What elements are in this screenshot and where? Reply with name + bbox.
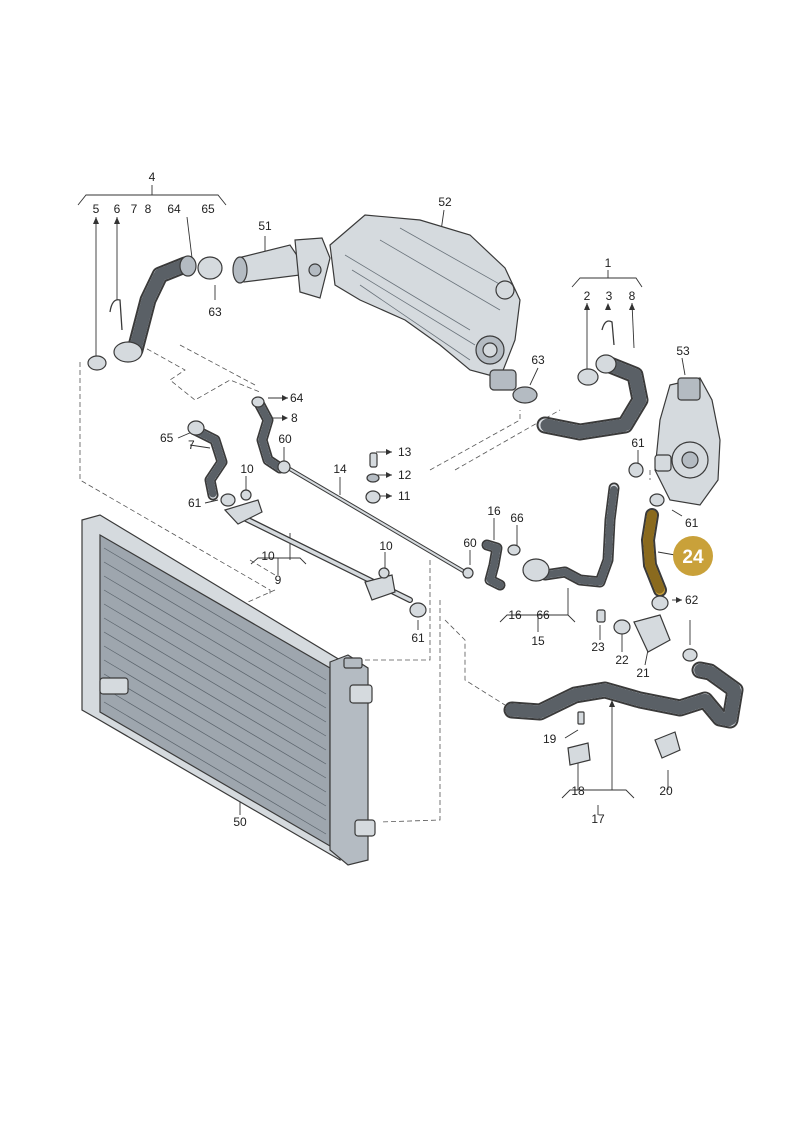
label-64-small: 64 (290, 391, 304, 405)
small-hose-8 (254, 399, 286, 474)
label-60-left: 60 (278, 432, 292, 446)
small-hose-16 (481, 539, 506, 591)
label-62: 62 (685, 593, 699, 607)
label-61-right: 61 (685, 516, 699, 530)
label-16-top: 16 (487, 504, 501, 518)
label-9: 9 (275, 573, 282, 587)
label-2: 2 (584, 289, 591, 303)
label-66-bottom: 66 (536, 608, 550, 622)
highlight-circle (673, 536, 713, 576)
rods (223, 466, 472, 603)
label-16-bottom: 16 (508, 608, 522, 622)
water-pump (654, 377, 721, 506)
label-8: 8 (145, 202, 152, 216)
label-51: 51 (258, 219, 272, 233)
label-66-top: 66 (510, 511, 524, 525)
label-23: 23 (591, 640, 605, 654)
label-17: 17 (591, 812, 605, 826)
label-50: 50 (233, 815, 247, 829)
label-6: 6 (114, 202, 121, 216)
group-brackets (77, 185, 691, 815)
label-4: 4 (149, 170, 156, 184)
label-15: 15 (531, 634, 545, 648)
upper-right-hose (536, 354, 649, 441)
highlighted-hose-24 (640, 508, 667, 597)
label-19: 19 (543, 732, 557, 746)
part-labels: 4 5 6 7 8 64 65 51 52 63 1 2 3 8 53 63 6… (93, 170, 699, 829)
fittings (87, 256, 698, 766)
label-61-mid: 61 (411, 631, 425, 645)
label-65-left: 65 (160, 431, 174, 445)
label-64: 64 (167, 202, 181, 216)
connection-pipe (232, 237, 331, 299)
label-8-small: 8 (291, 411, 298, 425)
label-61-left: 61 (188, 496, 202, 510)
label-52: 52 (438, 195, 452, 209)
label-5: 5 (93, 202, 100, 216)
label-10-right: 10 (379, 539, 393, 553)
label-12: 12 (398, 468, 412, 482)
label-53: 53 (676, 344, 690, 358)
highlight-label: 24 (682, 547, 704, 568)
label-11: 11 (398, 489, 411, 503)
upper-left-hose (113, 255, 197, 363)
label-10-top: 10 (240, 462, 254, 476)
highlight-badge: 24 (673, 536, 713, 576)
label-63-right: 63 (531, 353, 545, 367)
label-61-upper: 61 (631, 436, 645, 450)
label-63: 63 (208, 305, 222, 319)
label-18: 18 (571, 784, 585, 798)
leader-arrowheads (93, 217, 682, 707)
label-65: 65 (201, 202, 215, 216)
lower-hose-17 (503, 661, 744, 729)
label-60-mid: 60 (463, 536, 477, 550)
hose-15 (522, 482, 620, 588)
label-8-right: 8 (629, 289, 636, 303)
small-hose-7 (189, 424, 228, 501)
label-10-mid: 10 (261, 549, 275, 563)
radiator (81, 514, 376, 866)
label-21: 21 (636, 666, 650, 680)
coolant-housing (329, 214, 521, 391)
label-20: 20 (659, 784, 673, 798)
label-7: 7 (131, 202, 138, 216)
label-1: 1 (605, 256, 612, 270)
label-7-left: 7 (188, 438, 195, 452)
label-14: 14 (333, 462, 347, 476)
label-22: 22 (615, 653, 629, 667)
label-3: 3 (606, 289, 613, 303)
label-13: 13 (398, 445, 412, 459)
